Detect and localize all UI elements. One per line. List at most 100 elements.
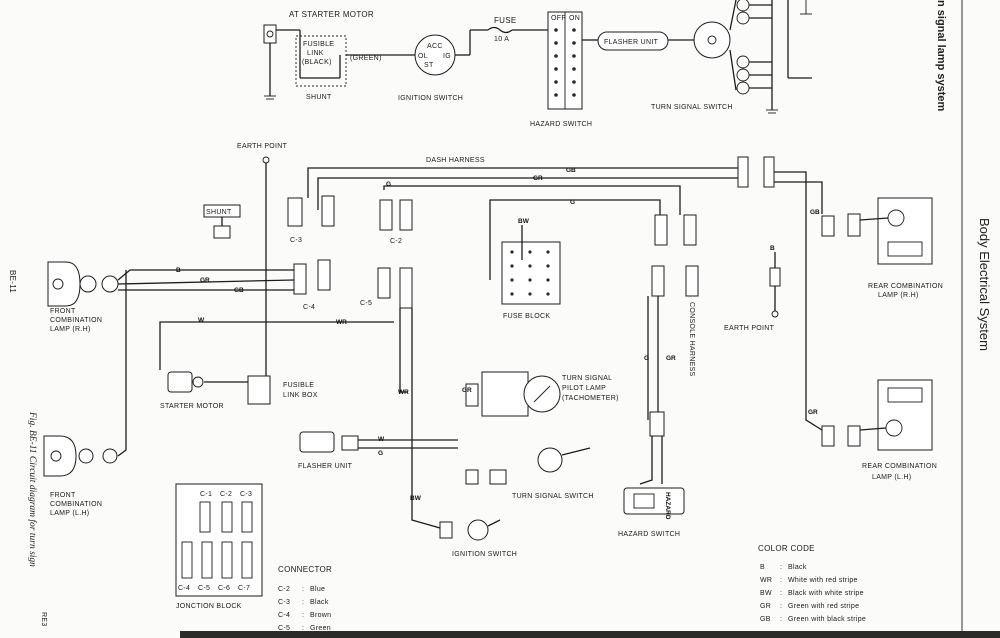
turn-signal-switch-label: TURN SIGNAL SWITCH <box>512 493 594 500</box>
svg-text:C-2: C-2 <box>390 238 402 245</box>
flasher-unit-top-symbol <box>597 31 669 51</box>
junction-c4: C-4 <box>178 585 190 592</box>
ignition-switch-top-label: IGNITION SWITCH <box>398 95 463 102</box>
side-top-title: n signal lamp system <box>935 0 947 111</box>
svg-text::: : <box>302 599 304 606</box>
front-comb-rh-label-1: FRONT <box>50 308 76 315</box>
rear-comb-rh-label-1: REAR COMBINATION <box>868 283 943 290</box>
svg-text:G: G <box>644 355 649 362</box>
flasher-unit-top-label: FLASHER UNIT <box>604 39 659 46</box>
fuse-label: FUSE <box>494 16 517 25</box>
turn-signal-switch-top-symbol <box>693 21 731 59</box>
front-comb-rh-label-3: LAMP (R.H) <box>50 326 91 333</box>
hazard-switch-label: HAZARD SWITCH <box>618 531 680 538</box>
junction-c2: C-2 <box>220 491 232 498</box>
turn-pilot-label-2: PILOT LAMP <box>562 385 606 392</box>
svg-text:BW: BW <box>760 590 772 597</box>
rear-comb-rh-symbol <box>877 197 933 265</box>
svg-text:Green: Green <box>310 625 331 632</box>
svg-text:WR: WR <box>398 389 409 396</box>
svg-text:Green with black stripe: Green with black stripe <box>788 616 866 623</box>
svg-text:GR: GR <box>200 277 210 284</box>
svg-text::: : <box>302 586 304 593</box>
junction-block-symbol <box>175 483 263 597</box>
starter-motor-symbol <box>167 371 193 393</box>
svg-text:GR: GR <box>533 175 543 182</box>
junction-block-label: JONCTION BLOCK <box>176 603 242 610</box>
svg-text:White with red stripe: White with red stripe <box>788 577 858 584</box>
svg-text:ACC: ACC <box>427 43 443 50</box>
svg-text:ST: ST <box>424 62 434 69</box>
starter-motor-label: STARTER MOTOR <box>160 403 224 410</box>
svg-text:W: W <box>378 436 385 443</box>
junction-c3: C-3 <box>240 491 252 498</box>
svg-text::: : <box>780 577 782 584</box>
fusible-link-black-label: (BLACK) <box>302 59 332 66</box>
svg-text:Brown: Brown <box>310 612 331 619</box>
ignition-switch-label: IGNITION SWITCH <box>452 551 517 558</box>
svg-text:IG: IG <box>443 53 451 60</box>
svg-text:B: B <box>176 267 181 274</box>
svg-text:OL: OL <box>418 53 428 60</box>
svg-text:GB: GB <box>760 616 771 623</box>
shunt-box-label: SHUNT <box>206 209 232 216</box>
earth-point-right-label: EARTH POINT <box>724 325 775 332</box>
rear-comb-lh-symbol <box>877 379 933 451</box>
page-number: BE-11 <box>8 270 17 293</box>
svg-text:G: G <box>378 450 383 457</box>
rear-comb-lh-label-1: REAR COMBINATION <box>862 463 937 470</box>
hazard-switch-top-label: HAZARD SWITCH <box>530 121 592 128</box>
junction-c6: C-6 <box>218 585 230 592</box>
svg-text:BW: BW <box>518 218 530 225</box>
flasher-unit-label: FLASHER UNIT <box>298 463 353 470</box>
svg-text:GB: GB <box>234 287 244 294</box>
fusible-link-label: FUSIBLE <box>303 41 334 48</box>
color-code-title: COLOR CODE <box>758 544 815 553</box>
svg-text:B: B <box>760 564 765 571</box>
svg-text:GR: GR <box>808 409 818 416</box>
svg-text:GB: GB <box>810 209 820 216</box>
fuse-rating-label: 10 A <box>494 36 509 43</box>
svg-text:GR: GR <box>462 387 472 394</box>
svg-text:C-5: C-5 <box>278 625 290 632</box>
flasher-unit-symbol <box>299 431 335 453</box>
svg-text::: : <box>302 612 304 619</box>
turn-signal-switch-top-label: TURN SIGNAL SWITCH <box>651 104 733 111</box>
fusible-link-box-label-1: FUSIBLE <box>283 382 314 389</box>
svg-text:G: G <box>386 181 391 188</box>
svg-text:GR: GR <box>666 355 676 362</box>
svg-text:Black: Black <box>788 564 807 571</box>
green-label: (GREEN) <box>350 55 382 62</box>
turn-signal-switch-symbol <box>537 447 563 473</box>
svg-text:C-4: C-4 <box>303 304 315 311</box>
junction-c1: C-1 <box>200 491 212 498</box>
earth-point-top-label: EARTH POINT <box>237 143 288 150</box>
console-harness-label: CONSOLE HARNESS <box>688 302 695 377</box>
top-schematic: AT STARTER MOTOR FUSIBLE LINK (BLACK) (G… <box>263 0 812 128</box>
svg-text:G: G <box>570 199 575 206</box>
junction-c7: C-7 <box>238 585 250 592</box>
svg-text:C-3: C-3 <box>290 237 302 244</box>
svg-text:ON: ON <box>569 15 580 22</box>
shunt-top-label: SHUNT <box>306 94 332 101</box>
svg-text:C-3: C-3 <box>278 599 290 606</box>
svg-text::: : <box>302 625 304 632</box>
svg-text:OFF: OFF <box>551 15 566 22</box>
svg-text::: : <box>780 603 782 610</box>
bottom-edge-bar <box>180 631 1000 638</box>
svg-text::: : <box>780 616 782 623</box>
fusible-link-box-symbol <box>247 375 271 405</box>
svg-text:C-2: C-2 <box>278 586 290 593</box>
side-title: Body Electrical System <box>977 218 992 351</box>
fusible-link-box-label-2: LINK BOX <box>283 392 318 399</box>
rear-comb-lh-label-2: LAMP (L.H) <box>872 474 911 481</box>
rear-comb-rh-label-2: LAMP (R.H) <box>878 292 919 299</box>
svg-text:BW: BW <box>410 495 422 502</box>
fuse-block-label: FUSE BLOCK <box>503 313 550 320</box>
svg-text:WR: WR <box>760 577 772 584</box>
front-comb-rh-label-2: COMBINATION <box>50 317 102 324</box>
svg-text:B: B <box>770 245 775 252</box>
svg-text:Black: Black <box>310 599 329 606</box>
